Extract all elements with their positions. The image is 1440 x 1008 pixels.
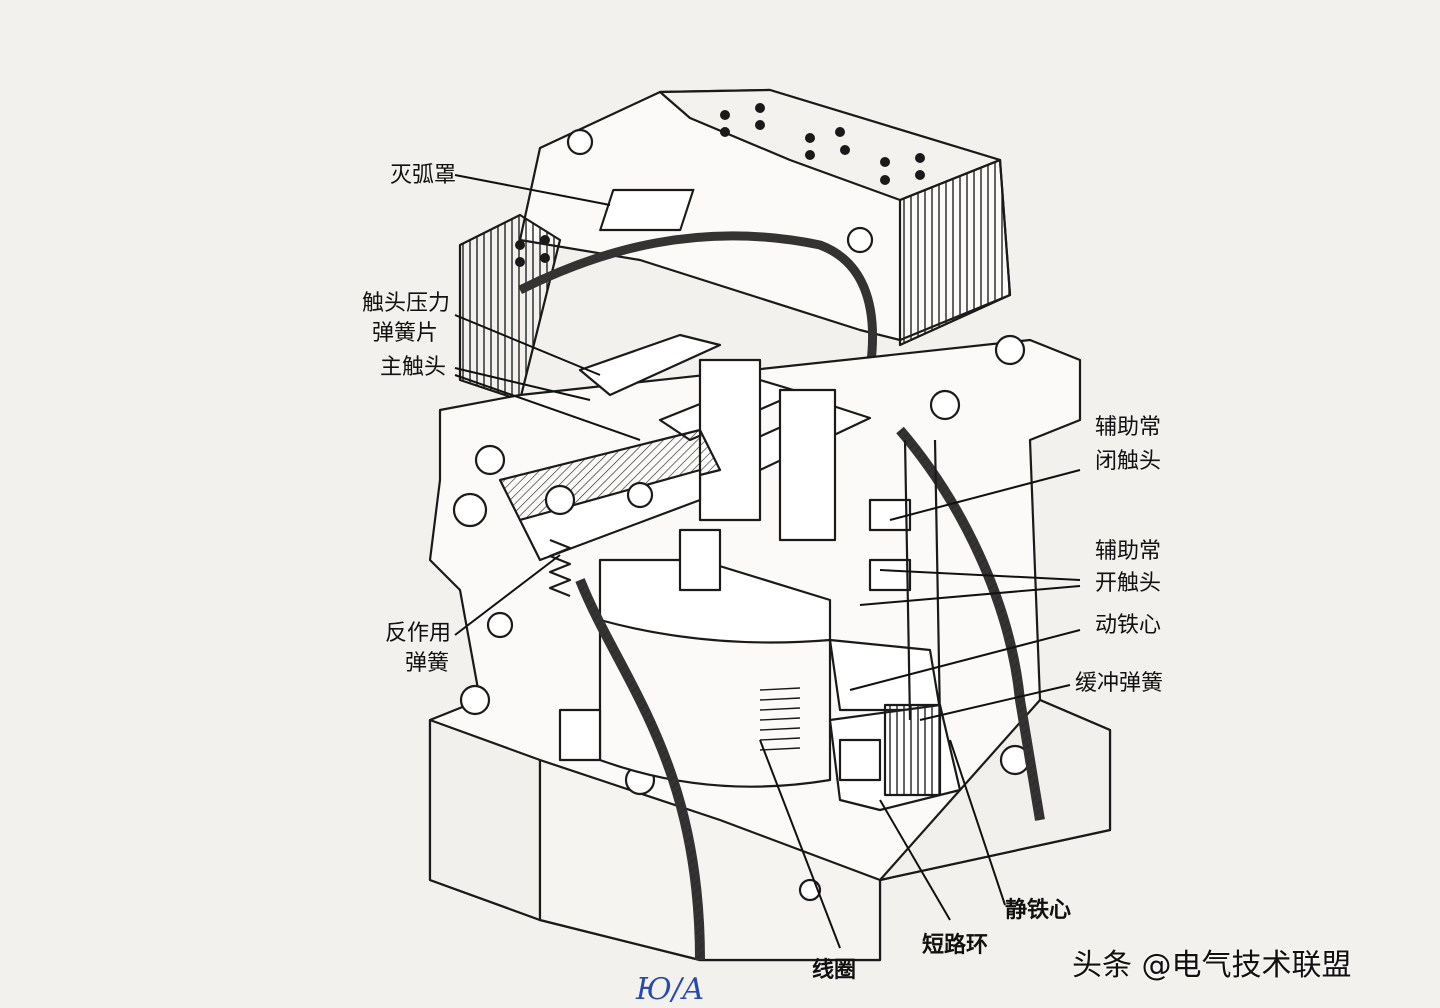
static-core xyxy=(828,703,962,812)
handwritten-mark: Ю/А xyxy=(636,972,705,1007)
arc-chute xyxy=(458,88,1012,402)
label-coil: 线圈 xyxy=(812,958,857,983)
reaction-spring xyxy=(548,538,572,598)
label-aux-no-line1: 辅助常 xyxy=(1095,539,1162,564)
label-moving-core: 动铁心 xyxy=(1095,613,1162,638)
auxiliary-contacts xyxy=(868,439,942,721)
label-buffer-spring: 缓冲弹簧 xyxy=(1075,671,1164,696)
label-arc-chute: 灭弧罩 xyxy=(390,163,457,188)
label-reaction-spring-line2: 弹簧 xyxy=(405,651,450,676)
base-slot xyxy=(558,708,602,762)
label-reaction-spring-line1: 反作用 xyxy=(385,621,452,646)
leader-lines xyxy=(454,174,1081,949)
label-main-contact: 主触头 xyxy=(380,355,447,380)
insulation-strips xyxy=(575,426,1045,961)
label-aux-nc-line1: 辅助常 xyxy=(1095,415,1162,440)
label-aux-no-line2: 开触头 xyxy=(1095,571,1162,596)
label-aux-nc-line2: 闭触头 xyxy=(1095,449,1162,474)
label-contact-pressure-spring-line1: 触头压力 xyxy=(362,291,451,316)
label-static-core: 静铁心 xyxy=(1005,898,1072,923)
watermark: 头条 @电气技术联盟 xyxy=(1072,948,1352,983)
label-short-ring: 短路环 xyxy=(922,933,989,958)
label-contact-pressure-spring-line2: 弹簧片 xyxy=(372,321,439,346)
coil xyxy=(598,618,832,788)
